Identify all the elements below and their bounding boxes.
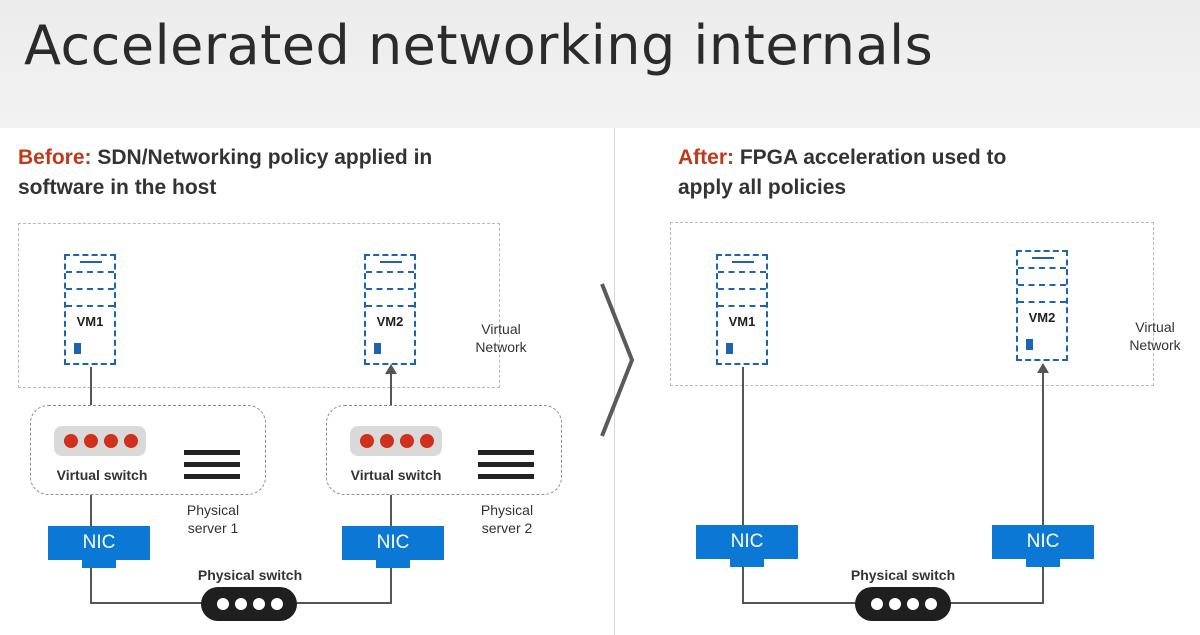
- chevron-right-icon: [600, 283, 635, 437]
- after-heading-line2: apply all policies: [678, 176, 847, 199]
- before-vm1-icon: VM1: [64, 254, 116, 365]
- after-vm1-label: VM1: [728, 314, 756, 329]
- before-heading: Before: SDN/Networking policy applied in…: [18, 143, 432, 203]
- physical-server-1-label-2: server 1: [187, 520, 239, 536]
- before-server2-nic-link: [390, 495, 392, 526]
- physical-server-2-label-1: Physical: [480, 502, 534, 518]
- before-vm2-icon: VM2: [364, 254, 416, 365]
- after-virtual-network-label-2: Network: [1129, 337, 1181, 353]
- after-physical-switch-label: Physical switch: [850, 567, 956, 583]
- physical-server-2-label: Physical server 2: [464, 501, 550, 537]
- before-vm2-arrowhead: [385, 364, 397, 374]
- virtual-switch-1-label: Virtual switch: [56, 467, 148, 483]
- before-vm1-label: VM1: [76, 314, 104, 329]
- after-physical-switch-icon: [855, 587, 951, 621]
- slide-title: Accelerated networking internals: [24, 14, 934, 77]
- after-virtual-network-label: Virtual Network: [1120, 318, 1190, 354]
- before-physical-switch-icon: [201, 587, 297, 621]
- after-vm1-icon: VM1: [716, 254, 768, 365]
- before-virtual-network-box: [18, 223, 500, 388]
- before-nic-2: NIC: [342, 526, 444, 568]
- virtual-switch-1-icon: [54, 426, 146, 456]
- before-virtual-network-label-1: Virtual: [481, 321, 521, 337]
- after-nic2-down-link: [1042, 567, 1044, 604]
- after-nic-1: NIC: [696, 525, 798, 567]
- after-vm1-link: [742, 367, 744, 526]
- after-nic-2-label: NIC: [1026, 531, 1060, 552]
- after-vm2-icon: VM2: [1016, 250, 1068, 361]
- after-vm2-label: VM2: [1028, 310, 1056, 325]
- after-nic1-down-link: [742, 567, 744, 604]
- before-nic-1-label: NIC: [82, 532, 116, 553]
- physical-server-1-label: Physical server 1: [170, 501, 256, 537]
- before-nic-2-label: NIC: [376, 532, 410, 553]
- panel-divider: [614, 128, 615, 635]
- before-nic2-down-link: [390, 568, 392, 604]
- before-vm1-link: [90, 367, 92, 405]
- before-heading-line2: software in the host: [18, 176, 217, 199]
- after-vm2-arrowhead: [1037, 363, 1049, 373]
- virtual-switch-2-label: Virtual switch: [350, 467, 442, 483]
- before-heading-line1: SDN/Networking policy applied in: [97, 146, 433, 169]
- after-heading-line1: FPGA acceleration used to: [739, 146, 1007, 169]
- after-heading: After: FPGA acceleration used to apply a…: [678, 143, 1006, 203]
- before-vm2-label: VM2: [376, 314, 404, 329]
- after-virtual-network-label-1: Virtual: [1135, 319, 1175, 335]
- before-nic-1: NIC: [48, 526, 150, 568]
- physical-server-2-box: [326, 405, 562, 495]
- after-nic-2: NIC: [992, 525, 1094, 567]
- title-band: [0, 0, 1200, 128]
- after-vm2-link: [1042, 372, 1044, 526]
- after-heading-key: After:: [678, 146, 734, 169]
- after-nic-1-label: NIC: [730, 531, 764, 552]
- before-server1-nic-link: [90, 495, 92, 526]
- before-vm2-link: [390, 374, 392, 405]
- before-heading-key: Before:: [18, 146, 92, 169]
- after-virtual-network-box: [670, 222, 1154, 386]
- physical-server-1-label-1: Physical: [186, 502, 240, 518]
- physical-server-1-box: [30, 405, 266, 495]
- virtual-switch-2-icon: [350, 426, 442, 456]
- before-virtual-network-label-2: Network: [475, 339, 527, 355]
- before-physical-switch-label: Physical switch: [197, 567, 303, 583]
- before-virtual-network-label: Virtual Network: [466, 320, 536, 356]
- before-nic1-down-link: [90, 568, 92, 604]
- physical-server-2-label-2: server 2: [481, 520, 533, 536]
